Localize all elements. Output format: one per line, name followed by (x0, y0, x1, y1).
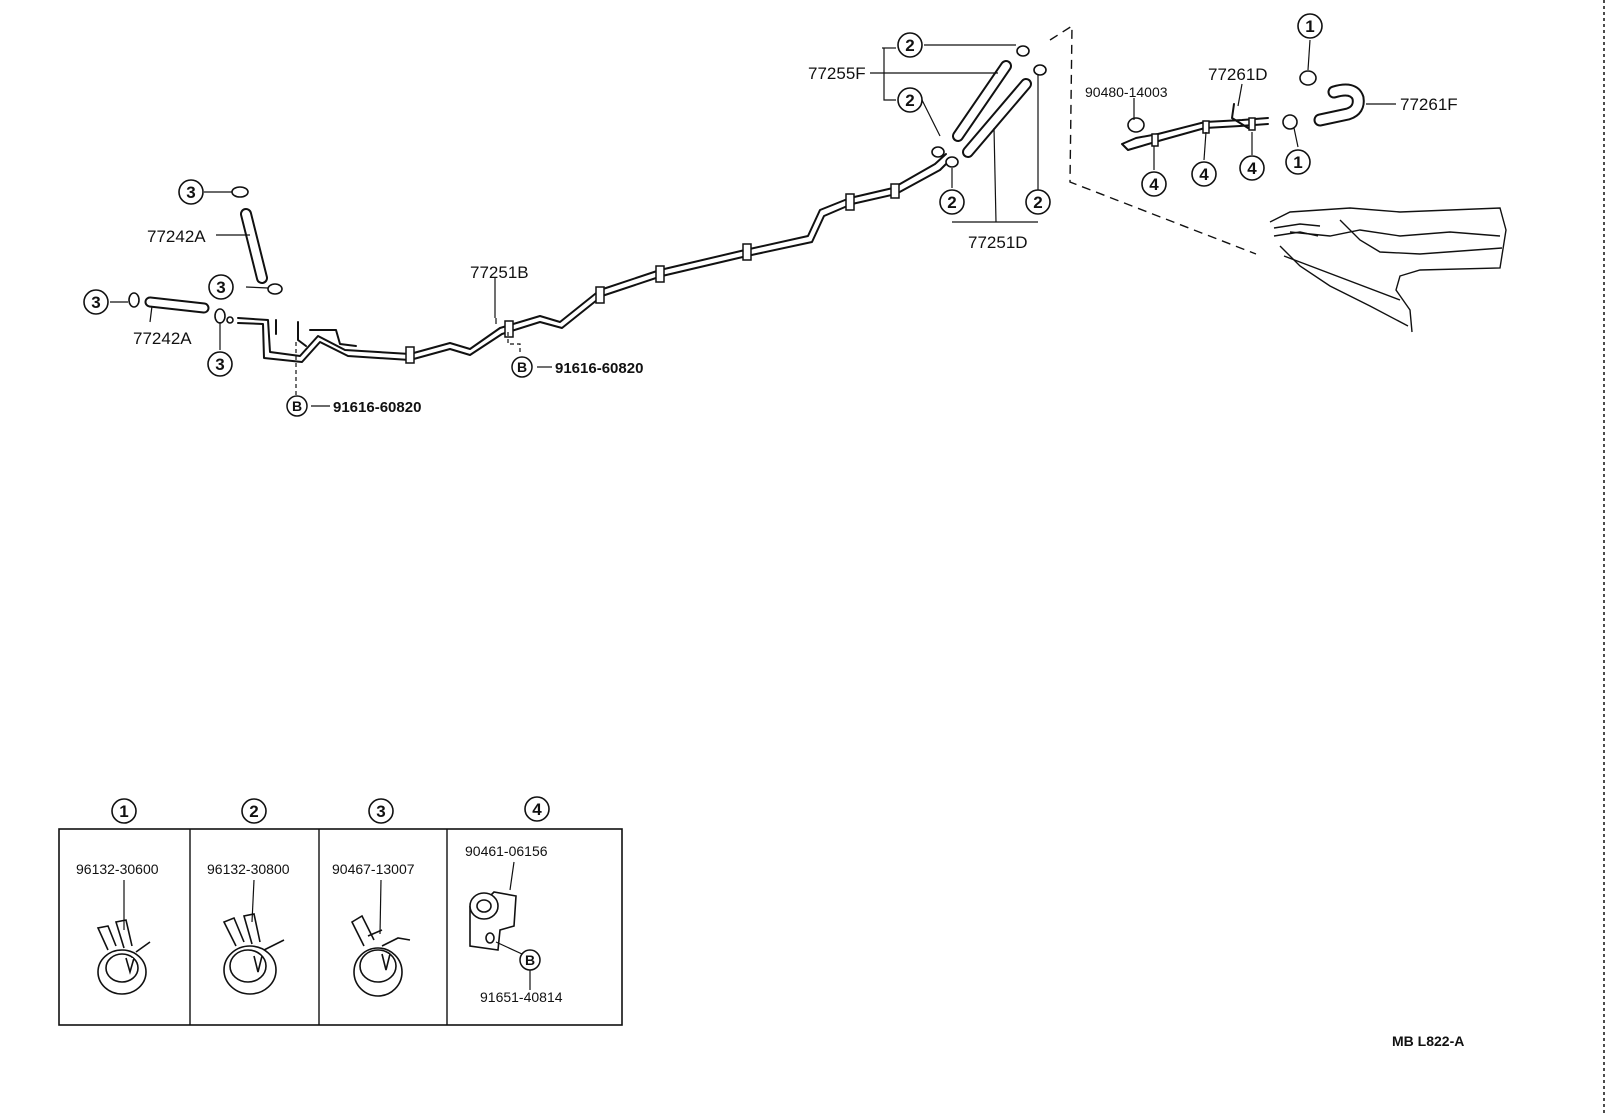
callout-3-top: 3 (178, 179, 204, 205)
legend-header-2: 2 (241, 798, 267, 824)
svg-text:1: 1 (1293, 153, 1302, 172)
svg-text:4: 4 (532, 800, 542, 819)
svg-text:3: 3 (186, 183, 195, 202)
svg-text:B: B (525, 952, 535, 968)
callout-2-a: 2 (897, 32, 923, 58)
callout-2-c: 2 (939, 189, 965, 215)
svg-text:2: 2 (249, 802, 258, 821)
svg-text:4: 4 (1247, 159, 1257, 178)
svg-text:2: 2 (1033, 193, 1042, 212)
leader-lines (110, 39, 1396, 407)
svg-text:2: 2 (905, 36, 914, 55)
callout-3-left: 3 (83, 289, 109, 315)
hoses-77255F-77251D (952, 60, 1032, 158)
vapor-line-77261D (1121, 103, 1269, 151)
hose-77242A-upper (240, 208, 268, 284)
svg-text:3: 3 (216, 278, 225, 297)
label-77261F: 77261F (1400, 95, 1458, 114)
legend-header-3: 3 (368, 798, 394, 824)
callout-4-a: 4 (1141, 171, 1167, 197)
callout-b-left: B (286, 395, 308, 417)
svg-text:4: 4 (1199, 165, 1209, 184)
svg-text:1: 1 (119, 802, 128, 821)
fuel-tank-illustration (1269, 207, 1507, 333)
legend-part-1: 96132-30600 (76, 861, 159, 877)
label-91616-left: 91616-60820 (333, 399, 421, 416)
legend-part-4: 90461-06156 (465, 843, 548, 859)
callout-2-b: 2 (897, 87, 923, 113)
label-77242A-top: 77242A (147, 227, 206, 246)
tube-clamps (405, 183, 900, 364)
svg-text:4: 4 (1149, 175, 1159, 194)
main-fuel-tube-77251B (237, 153, 951, 363)
hose-77261F (1313, 83, 1365, 127)
clamp-2-illustration (222, 879, 285, 995)
callout-2-d: 2 (1025, 189, 1051, 215)
callout-4-b: 4 (1191, 161, 1217, 187)
clamp-icons-top (931, 45, 1047, 168)
label-77242A-bottom: 77242A (133, 329, 192, 348)
callout-1-bottom: 1 (1285, 149, 1311, 175)
clamp-4-illustration (469, 861, 531, 990)
drawing-code: MB L822-A (1392, 1033, 1464, 1049)
legend-header-1: 1 (111, 798, 137, 824)
svg-text:3: 3 (91, 293, 100, 312)
legend-header-4: 4 (524, 796, 550, 822)
svg-text:B: B (517, 359, 527, 375)
svg-text:2: 2 (947, 193, 956, 212)
legend-bolt-4: 91651-40814 (480, 989, 563, 1005)
legend-part-2: 96132-30800 (207, 861, 290, 877)
legend-part-3: 90467-13007 (332, 861, 415, 877)
svg-text:3: 3 (215, 355, 224, 374)
label-91616-mid: 91616-60820 (555, 360, 643, 377)
callout-4-c: 4 (1239, 155, 1265, 181)
label-77255F: 77255F (808, 64, 866, 83)
svg-text:3: 3 (376, 802, 385, 821)
clamp-icons-right (1127, 70, 1317, 133)
svg-text:2: 2 (905, 91, 914, 110)
svg-text:B: B (292, 398, 302, 414)
label-77261D: 77261D (1208, 65, 1268, 84)
callout-1-top: 1 (1297, 13, 1323, 39)
label-77251B: 77251B (470, 263, 529, 282)
callout-3-mid: 3 (208, 274, 234, 300)
label-77251D: 77251D (968, 233, 1028, 252)
legend-table (58, 828, 623, 1026)
legend-bolt-callout: B (519, 949, 541, 971)
callout-b-mid: B (511, 356, 533, 378)
clamp-3-illustration (350, 879, 411, 997)
label-90480: 90480-14003 (1085, 84, 1168, 100)
clamp-1-illustration (96, 880, 151, 995)
hose-77242A-lower (144, 296, 210, 314)
svg-text:1: 1 (1305, 17, 1314, 36)
callout-3-low: 3 (207, 351, 233, 377)
